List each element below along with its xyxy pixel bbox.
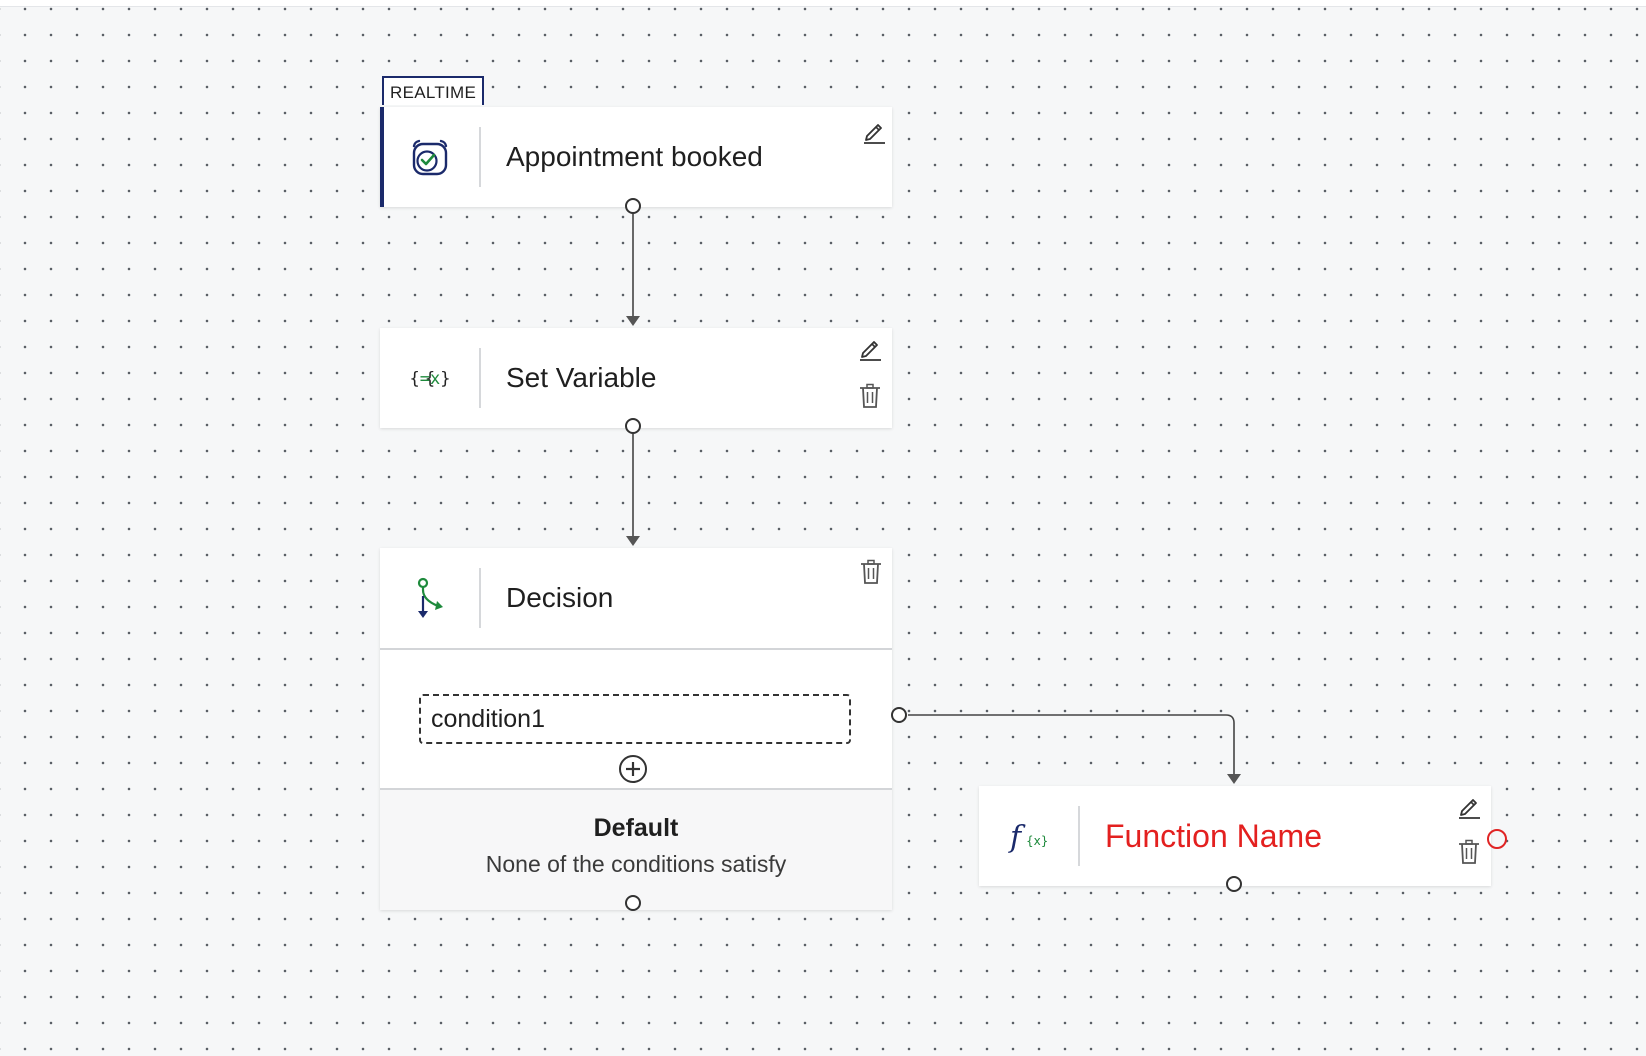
- set-variable-delete-button[interactable]: [856, 382, 884, 410]
- trigger-edit-button[interactable]: [860, 117, 888, 145]
- edit-icon: [864, 124, 885, 144]
- decision-conditions-section: condition1: [380, 648, 892, 788]
- function-node[interactable]: f {x} Function Name: [979, 786, 1491, 886]
- decision-default-section: Default None of the conditions satisfy: [380, 788, 892, 910]
- variable-icon: { {=x}: [400, 350, 460, 406]
- decision-node[interactable]: Decision condition1 Default None of the …: [380, 548, 892, 910]
- set-variable-node-title: Set Variable: [506, 362, 657, 393]
- realtime-tag: REALTIME: [382, 76, 485, 105]
- decision-node-header: Decision: [380, 548, 892, 648]
- condition-item[interactable]: condition1: [419, 694, 851, 744]
- top-bar: [0, 0, 1646, 7]
- svg-text:f: f: [1008, 820, 1026, 855]
- set-variable-edit-button[interactable]: [856, 334, 884, 362]
- trigger-node[interactable]: Appointment booked: [380, 107, 892, 207]
- set-variable-node-header: { {=x} Set Variable: [380, 328, 892, 428]
- function-node-header: f {x} Function Name: [979, 786, 1491, 886]
- trash-icon: [860, 383, 880, 408]
- default-output-port[interactable]: [625, 895, 641, 911]
- arrowhead-function: [1227, 774, 1241, 784]
- set-variable-output-port[interactable]: [625, 418, 641, 434]
- set-variable-node-separator: [479, 348, 481, 408]
- default-subtitle: None of the conditions satisfy: [485, 851, 787, 877]
- function-node-separator: [1078, 806, 1080, 866]
- set-variable-node[interactable]: { {=x} Set Variable: [380, 328, 892, 428]
- trigger-node-separator: [479, 127, 481, 187]
- trash-icon: [861, 559, 881, 584]
- trigger-node-header: Appointment booked: [384, 107, 892, 207]
- decision-node-separator: [479, 568, 481, 628]
- function-edit-button[interactable]: [1455, 792, 1483, 820]
- svg-text:{=x}: {=x}: [410, 369, 451, 389]
- plus-circle-icon: [619, 755, 647, 783]
- function-error-port[interactable]: [1487, 829, 1507, 849]
- condition-output-port[interactable]: [891, 707, 907, 723]
- connector-condition-to-function: [908, 714, 1235, 774]
- edit-icon: [860, 341, 881, 361]
- function-output-port[interactable]: [1226, 876, 1242, 892]
- svg-text:{: {: [425, 369, 435, 389]
- function-delete-button[interactable]: [1455, 838, 1483, 866]
- add-condition-button[interactable]: [618, 754, 648, 784]
- function-icon: f {x}: [999, 808, 1059, 864]
- arrowhead-decision: [626, 536, 640, 546]
- calendar-check-icon: [400, 129, 460, 185]
- branch-icon: [400, 570, 460, 626]
- arrowhead-setvar: [626, 316, 640, 326]
- decision-delete-button[interactable]: [857, 558, 885, 586]
- edit-icon: [1459, 799, 1480, 819]
- svg-text:{x}: {x}: [1026, 834, 1048, 848]
- default-title: Default: [593, 814, 679, 842]
- function-node-title: Function Name: [1105, 818, 1322, 854]
- trash-icon: [1459, 839, 1479, 864]
- trigger-output-port[interactable]: [625, 198, 641, 214]
- trigger-node-title: Appointment booked: [506, 141, 763, 172]
- decision-node-title: Decision: [506, 582, 614, 613]
